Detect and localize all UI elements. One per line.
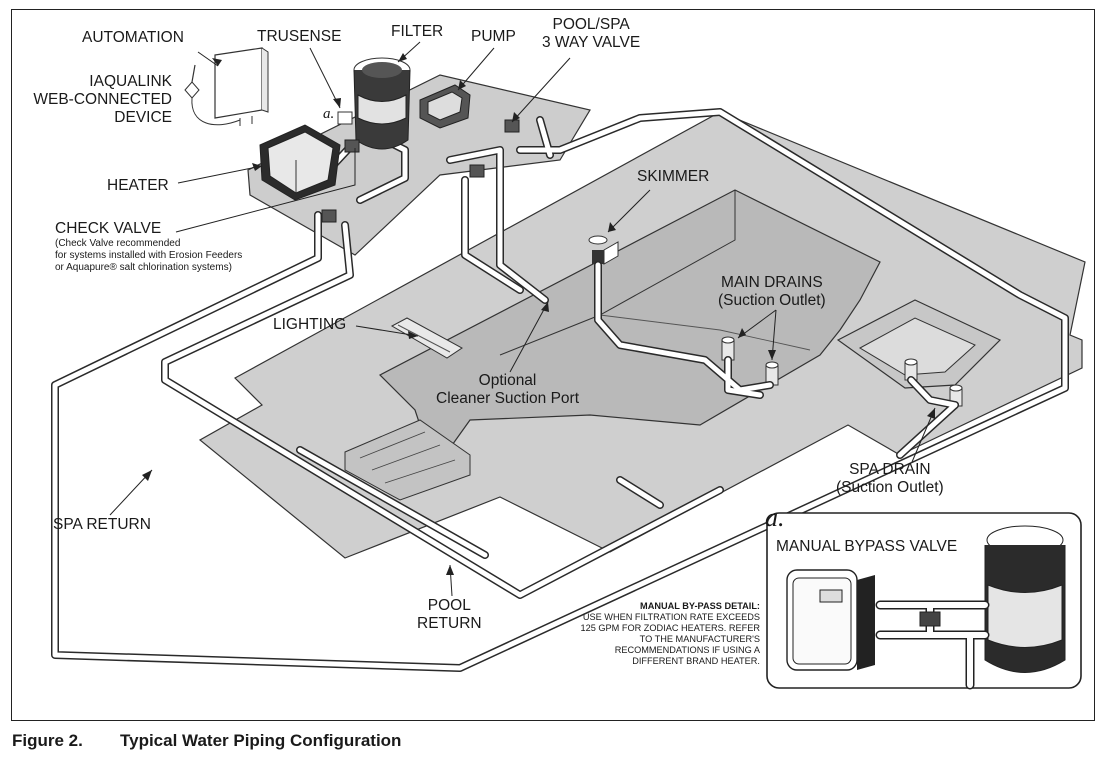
label-line: 3 WAY VALVE [542,34,641,51]
detail-marker-a: a. [323,106,335,122]
note-line: USE WHEN FILTRATION RATE EXCEEDS [582,612,760,622]
label-lighting: LIGHTING [273,316,347,333]
label-pump: PUMP [471,28,516,45]
label-line: Optional [478,372,537,389]
label-line: IAQUALINK [89,73,172,90]
inset-marker-a: a. [765,503,785,532]
inset-bypass-piping [875,600,990,690]
piping-diagram [51,41,1086,690]
label-line: MAIN DRAINS [721,274,823,291]
trusense-sensor [337,111,353,125]
check-valve [344,139,360,153]
label-main-drains: MAIN DRAINS (Suction Outlet) [718,274,826,310]
note-line: TO THE MANUFACTURER'S [639,634,760,644]
label-pool-return: POOL RETURN [417,597,482,633]
label-line: POOL [427,597,471,614]
inset-heater [786,569,875,671]
pool-floor [599,314,811,351]
label-line: SPA DRAIN [849,461,931,478]
label-line: DEVICE [114,109,172,126]
pump [419,84,471,129]
valve-fittings [321,119,520,223]
label-line: (Suction Outlet) [718,292,826,309]
note-line: or Aquapure® salt chlorination systems) [55,262,232,273]
label-check-valve: CHECK VALVE [55,220,162,237]
bypass-detail-title: MANUAL BY-PASS DETAIL: [640,601,760,611]
label-automation: AUTOMATION [82,29,184,46]
label-skimmer: SKIMMER [637,168,710,185]
skimmer [588,235,619,265]
pool-steps [344,419,471,501]
note-line: DIFFERENT BRAND HEATER. [632,656,760,666]
pool-light [390,317,463,359]
label-line: RETURN [417,615,482,632]
label-trusense: TRUSENSE [257,28,342,45]
label-spa-return: SPA RETURN [53,516,151,533]
label-filter: FILTER [391,23,444,40]
label-line: (Suction Outlet) [836,479,944,496]
caption-title: Typical Water Piping Configuration [120,731,402,750]
heater [259,124,341,201]
automation-panel [214,47,269,126]
filter [353,57,411,150]
note-line: RECOMMENDATIONS IF USING A [614,645,760,655]
pipe-network [51,108,1069,672]
bypass-detail-note: MANUAL BY-PASS DETAIL: USE WHEN FILTRATI… [560,601,760,667]
label-line: WEB-CONNECTED [33,91,172,108]
label-line: POOL/SPA [552,16,630,33]
check-valve-note: (Check Valve recommended for systems ins… [55,238,242,274]
label-iaqualink: IAQUALINK WEB-CONNECTED DEVICE [22,73,172,127]
label-pool-spa-valve: POOL/SPA 3 WAY VALVE [542,16,640,52]
pool-deep-end [499,190,736,356]
label-line: Cleaner Suction Port [436,390,580,407]
note-line: 125 GPM FOR ZODIAC HEATERS. REFER [580,623,760,633]
iaqualink-device [184,64,241,126]
caption-number: Figure 2. [12,731,83,750]
label-heater: HEATER [107,177,169,194]
label-manual-bypass-valve: MANUAL BYPASS VALVE [776,538,958,555]
inset-filter [984,525,1066,673]
label-spa-drain: SPA DRAIN (Suction Outlet) [836,461,944,497]
label-cleaner-port: Optional Cleaner Suction Port [436,372,579,408]
figure-caption: Figure 2. Typical Water Piping Configurat… [12,731,401,751]
note-line: (Check Valve recommended [55,238,181,249]
note-line: for systems installed with Erosion Feede… [55,250,243,261]
